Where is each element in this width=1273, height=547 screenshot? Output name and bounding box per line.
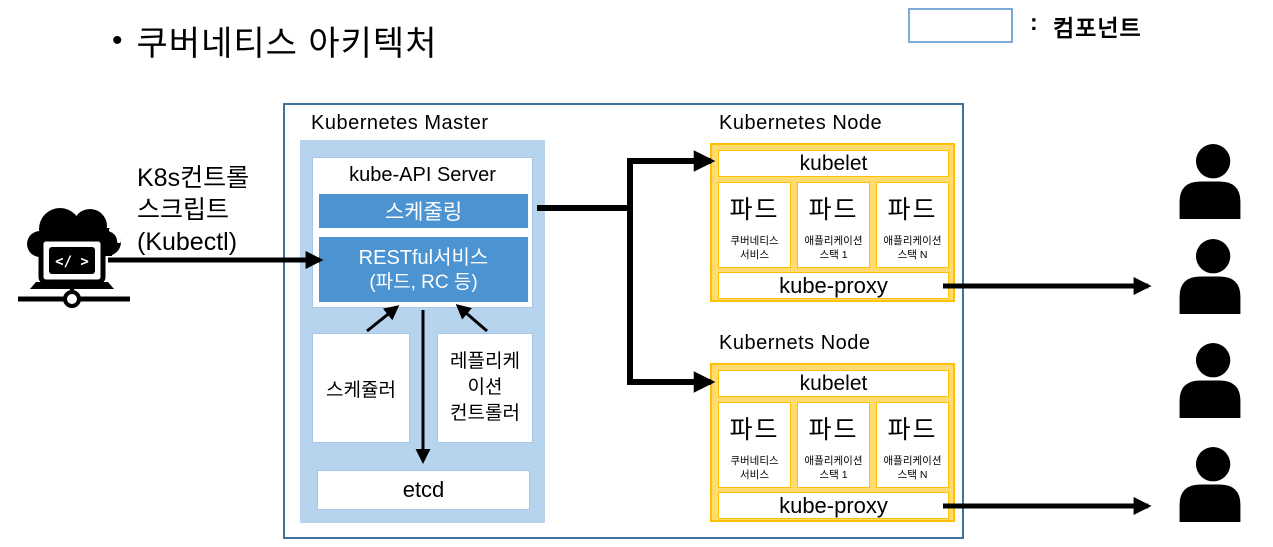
replication-controller-box: 레플리케 이션 컨트롤러 — [437, 333, 533, 443]
client-label-line1: K8s컨트롤 — [137, 164, 250, 192]
pod-sub-line: 서비스 — [740, 469, 769, 481]
node1-pod3: 파드 애플리케이션 스택 N — [876, 182, 949, 268]
pod-sub-line: 쿠버네티스 — [730, 235, 779, 247]
restful-line2: (파드, RC 등) — [369, 271, 478, 293]
page-title-text: 쿠버네티스 아키텍처 — [136, 25, 438, 63]
code-glyph: </ > — [55, 254, 89, 270]
node1-title: Kubernetes Node — [719, 112, 883, 134]
pod-subtitle: 애플리케이션 스택 1 — [798, 454, 869, 482]
pod-sub-line: 애플리케이션 — [804, 235, 863, 247]
repl-line3: 컨트롤러 — [450, 403, 520, 424]
node1-kubelet-box: kubelet — [718, 150, 949, 177]
pod-sub-line: 스택 1 — [819, 469, 848, 481]
pod-sub-line: 애플리케이션 — [883, 455, 942, 467]
client-label: K8s컨트롤 스크립트 (Kubectl) — [137, 162, 249, 258]
pod-sub-line: 서비스 — [740, 249, 769, 261]
repl-line1: 레플리케 — [450, 351, 520, 372]
laptop-icon: </ > — [30, 236, 114, 289]
scheduler-box: 스케쥴러 — [312, 333, 410, 443]
client-label-line2: 스크립트 — [137, 196, 230, 224]
pod-subtitle: 쿠버네티스 서비스 — [719, 454, 790, 482]
pod-sub-line: 쿠버네티스 — [730, 455, 779, 467]
restful-service-box: RESTful서비스 (파드, RC 등) — [319, 237, 528, 302]
scheduling-box: 스케줄링 — [319, 194, 528, 228]
pod-sub-line: 스택 N — [897, 249, 928, 261]
pod-title: 파드 — [729, 196, 780, 224]
person-icon — [1179, 239, 1241, 314]
node2-pod3: 파드 애플리케이션 스택 N — [876, 402, 949, 488]
network-node-icon — [18, 289, 130, 308]
client-label-line3: (Kubectl) — [137, 228, 238, 256]
node1-pods-row: 파드 쿠버네티스 서비스 파드 애플리케이션 스택 1 파드 애플리케이션 스택… — [718, 182, 949, 268]
kube-api-server-title: kube-API Server — [349, 164, 496, 186]
node2-kubelet-box: kubelet — [718, 370, 949, 397]
kubernetes-node1-container: kubelet 파드 쿠버네티스 서비스 파드 애플리케이션 스택 1 파드 애… — [710, 143, 955, 302]
pod-title: 파드 — [808, 416, 859, 444]
kube-api-server-box: kube-API Server 스케줄링 RESTful서비스 (파드, RC … — [312, 157, 533, 308]
pod-title: 파드 — [729, 416, 780, 444]
node2-pod1: 파드 쿠버네티스 서비스 — [718, 402, 791, 488]
page-title: • 쿠버네티스 아키텍처 — [112, 16, 437, 65]
kubernetes-node2-container: kubelet 파드 쿠버네티스 서비스 파드 애플리케이션 스택 1 파드 애… — [710, 363, 955, 522]
pod-subtitle: 애플리케이션 스택 1 — [798, 234, 869, 262]
legend-label: 컴포넌트 — [1053, 15, 1142, 41]
pod-subtitle: 애플리케이션 스택 N — [877, 234, 948, 262]
master-title: Kubernetes Master — [311, 112, 489, 134]
person-icon — [1179, 447, 1241, 522]
person-icon — [1179, 343, 1241, 418]
node2-pods-row: 파드 쿠버네티스 서비스 파드 애플리케이션 스택 1 파드 애플리케이션 스택… — [718, 402, 949, 488]
etcd-box: etcd — [317, 470, 530, 510]
node2-kube-proxy-box: kube-proxy — [718, 492, 949, 519]
pod-title: 파드 — [887, 416, 938, 444]
restful-line1: RESTful서비스 — [358, 246, 489, 269]
pod-subtitle: 쿠버네티스 서비스 — [719, 234, 790, 262]
node2-title: Kubernets Node — [719, 332, 871, 354]
bullet-icon: • — [112, 23, 123, 57]
repl-line2: 이션 — [467, 377, 503, 398]
legend-colon: : — [1030, 9, 1038, 35]
pod-sub-line: 스택 N — [897, 469, 928, 481]
pod-subtitle: 애플리케이션 스택 N — [877, 454, 948, 482]
node1-pod1: 파드 쿠버네티스 서비스 — [718, 182, 791, 268]
node1-kube-proxy-box: kube-proxy — [718, 272, 949, 299]
pod-sub-line: 애플리케이션 — [804, 455, 863, 467]
pod-sub-line: 스택 1 — [819, 249, 848, 261]
node2-pod2: 파드 애플리케이션 스택 1 — [797, 402, 870, 488]
node1-pod2: 파드 애플리케이션 스택 1 — [797, 182, 870, 268]
cloud-code-laptop-icon: </ > — [18, 208, 130, 308]
pod-title: 파드 — [887, 196, 938, 224]
pod-sub-line: 애플리케이션 — [883, 235, 942, 247]
pod-title: 파드 — [808, 196, 859, 224]
person-icon — [1179, 144, 1241, 219]
legend-component-box — [908, 8, 1013, 43]
